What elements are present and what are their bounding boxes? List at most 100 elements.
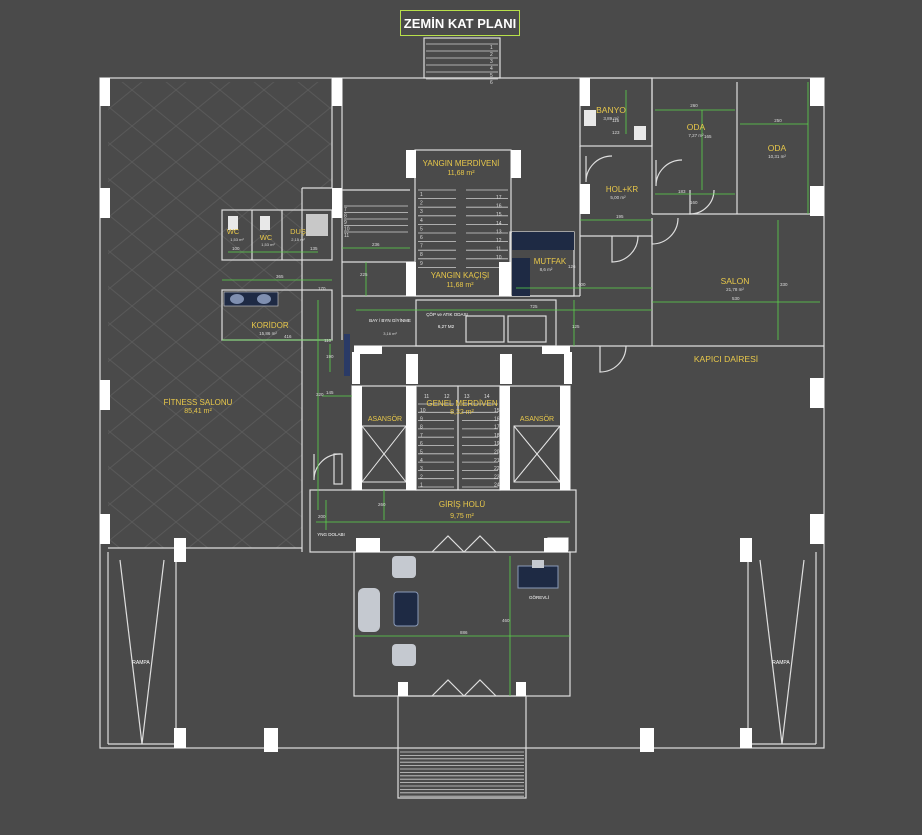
stair-step-number: 10 [496,255,502,261]
room-genel-merdiven-area: 8,32 m² [450,409,474,416]
dim-label: 190 [326,354,334,359]
dim-label: 320 [316,392,324,397]
sink-icon [230,294,244,304]
stair-step-number: 10 [420,408,426,414]
stair-step-number: 3 [420,209,423,215]
dim-label: 170 [318,286,326,291]
room-genel-merdiven-name: GENEL MERDİVEN [426,399,497,408]
room-yangin-merdiveni-area: 11,68 m² [447,170,475,177]
stair-step-number: 7 [344,207,347,213]
stair-step-number: 17 [494,425,500,431]
dim-label: 200 [318,514,326,519]
room-kapici-name: KAPICI DAİRESİ [694,354,758,364]
kitchen-counter [512,258,530,296]
dimension-labels: 260 250 165 183 195 400 725 530 330 160 … [232,103,788,635]
stair-step-number: 7 [420,244,423,250]
stair-step-number: 4 [490,66,493,72]
stair-step-number: 8 [420,425,423,431]
dim-label: 135 [310,246,318,251]
dim-label: 330 [780,282,788,287]
stair-step-number: 9 [420,416,423,422]
room-giyinme-area: 3,16 m² [383,331,397,336]
stair-step-number: 22 [494,466,500,472]
stair-step-number: 5 [420,226,423,232]
room-koridor-name: KORİDOR [251,321,289,330]
room-salon-name: SALON [721,276,750,286]
stair-step-number: 15 [494,408,500,414]
room-wc2-name: WC [260,233,273,242]
stair-step-number: 12 [444,394,450,400]
stair-step-number: 24 [494,483,500,489]
toilet-icon [260,216,270,230]
stair-step-number: 3 [490,59,493,65]
stair-step-number: 16 [496,204,502,210]
plan-title: ZEMİN KAT PLANI [400,10,520,36]
dim-label: 400 [578,282,586,287]
room-fitness-area: 85,41 m² [184,408,212,415]
stair-step-number: 10 [344,227,350,233]
room-asansor2-name: ASANSÖR [520,415,554,423]
room-giyinme-name: BAY / BYN GİYİNME [369,317,411,323]
stair-step-number: 4 [420,218,423,224]
stair-step-number: 15 [496,212,502,218]
dim-label: 160 [690,200,698,205]
coffee-table-icon [393,591,419,627]
dim-label: 225 [360,272,368,277]
stair-step-number: 4 [420,458,423,464]
dim-label: 115 [612,118,620,123]
dim-label: 126 [568,264,576,269]
room-fitness-name: FİTNESS SALONU [164,398,233,407]
room-labels: BANYO 3,89 m² ODA 7,27 m² ODA 10,31 m² H… [132,105,790,666]
sofa-icon [358,588,380,632]
room-koridor-area: 15,86 m² [259,331,277,336]
room-cop-area: 6,27 M2 [438,324,455,329]
kitchen-counter [512,232,574,250]
stair-step-number: 8 [420,252,423,258]
stair-step-number: 1 [420,192,423,198]
stair-step-number: 13 [496,229,502,235]
room-gorevli-name: GÖREVLİ [529,594,549,600]
stair-step-number: 6 [490,80,493,86]
elevator-shafts [361,425,561,483]
dim-label: 236 [372,242,380,247]
stair-step-number: 1 [420,483,423,489]
dim-label: 145 [326,390,334,395]
stair-step-number: 9 [420,261,423,267]
room-holkr-area: 5,00 m² [610,195,626,200]
fitness-floor-hatch [108,82,332,548]
room-giris-name: GİRİŞ HOLÜ [439,500,485,509]
stair-step-number: 5 [420,450,423,456]
dim-label: 100 [232,246,240,251]
room-rampa2-name: RAMPA [772,660,790,666]
columns [100,78,824,752]
stair-step-number: 2 [420,201,423,207]
toilet-icon [584,110,596,126]
room-salon-area: 21,78 m² [726,287,744,292]
desk-icon [517,565,559,589]
armchair-icon [392,556,416,578]
room-rampa1-name: RAMPA [132,660,150,666]
dim-label: 110 [324,338,332,343]
stair-step-number: 6 [420,441,423,447]
room-mutfak-name: MUTFAK [534,257,567,266]
dim-label: 165 [704,134,712,139]
room-asansor1-name: ASANSÖR [368,415,402,423]
stair-step-number: 6 [420,235,423,241]
sink-icon [634,126,646,140]
dim-label: 260 [690,103,698,108]
room-banyo-name: BANYO [596,105,626,115]
shower-icon [306,214,328,236]
stair-step-number: 11 [496,247,501,253]
dim-label: 125 [572,324,580,329]
room-oda2-area: 10,31 m² [768,154,786,159]
stair-step-number: 21 [494,458,500,464]
chair-icon [532,560,544,568]
dim-label: 530 [732,296,740,301]
room-oda1-name: ODA [687,122,706,132]
room-giris-area: 9,75 m² [450,513,474,520]
dimension-lines [222,82,820,696]
stair-step-number: 3 [420,466,423,472]
stair-step-number: 13 [464,394,470,400]
stair-step-number: 11 [424,394,429,400]
